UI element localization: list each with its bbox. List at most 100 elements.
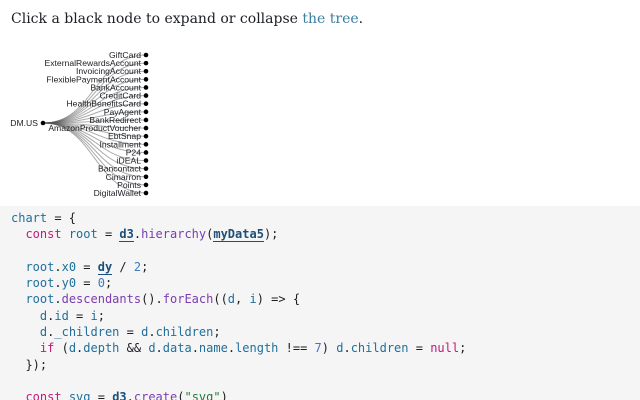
intro-prefix: Click a black node to expand or collapse (11, 11, 303, 27)
tree-node[interactable]: PayAgent (104, 107, 149, 117)
tree-node[interactable]: Installment (99, 139, 149, 149)
code-token: . (227, 341, 236, 356)
code-token (11, 292, 25, 306)
tree-node-label: Bancontact (98, 164, 142, 174)
tree-link[interactable]: the tree (302, 11, 359, 27)
tree-node-label: AmazonProductVoucher (48, 123, 141, 133)
code-token: svg (68, 390, 91, 400)
tree-node-label: EbtSnap (108, 131, 141, 141)
tree-node-dot[interactable] (143, 166, 149, 171)
code-token: depth (83, 341, 120, 356)
tree-node[interactable]: InvoicingAccount (76, 66, 149, 76)
tree-node-dot[interactable] (143, 117, 149, 123)
code-token: x0 (61, 259, 77, 274)
code-token: d (336, 341, 344, 356)
tree-node[interactable]: ExternalRewardsAccount (45, 58, 149, 68)
tree-node-dot[interactable] (143, 93, 149, 98)
tree-node[interactable]: P24 (126, 147, 149, 157)
tree-node-label: P24 (126, 147, 142, 157)
code-token: d (39, 308, 48, 323)
code-token: hierarchy (141, 227, 207, 242)
tree-node-dot[interactable] (143, 174, 149, 180)
tree-node-label: BankAccount (90, 82, 141, 92)
code-token: = (76, 276, 98, 291)
code-token: / (112, 259, 134, 274)
intro-text: Click a black node to expand or collapse… (11, 11, 363, 27)
tree-nodes: GiftCardExternalRewardsAccountInvoicingA… (10, 50, 149, 198)
tree-root-label: DM.US (10, 118, 38, 128)
tree-node[interactable]: AmazonProductVoucher (48, 123, 149, 133)
tree-node-dot[interactable] (143, 133, 149, 139)
tree-node-dot[interactable] (143, 85, 149, 90)
tree-node[interactable]: CreditCard (99, 91, 149, 101)
tree-node-dot[interactable] (143, 125, 149, 131)
code-token[interactable]: d3 (112, 390, 127, 400)
code-line: root.descendants().forEach((d, i) => { (11, 291, 640, 307)
code-line: chart = { (11, 210, 640, 226)
code-token: . (76, 341, 84, 356)
code-token: children (350, 341, 409, 356)
code-token: ) (220, 390, 228, 400)
code-token: ) => { (256, 292, 301, 307)
code-token: create (133, 390, 178, 400)
code-token: const (25, 227, 62, 242)
code-token[interactable]: d3 (119, 227, 134, 243)
tree-node-dot[interactable] (143, 101, 149, 107)
tree-node[interactable]: Cimarron (106, 172, 149, 182)
code-token: = (76, 259, 98, 274)
code-line: if (d.depth && d.data.name.length !== 7)… (11, 340, 640, 356)
tree-node[interactable]: BankAccount (90, 82, 149, 92)
tree-node-dot[interactable] (143, 190, 149, 196)
tree-node[interactable]: Points (117, 180, 149, 190)
tree-node-dot[interactable] (143, 182, 149, 188)
code-token: root (25, 292, 55, 307)
code-token: = (90, 390, 113, 400)
tree-link (42, 122, 147, 194)
tree-svg: GiftCardExternalRewardsAccountInvoicingA… (10, 50, 149, 198)
tree-node-dot[interactable] (143, 77, 149, 82)
code-token (11, 341, 40, 355)
code-token[interactable]: dy (97, 259, 113, 275)
code-token: children (155, 325, 214, 340)
code-line: const svg = d3.create("svg") (11, 389, 640, 400)
tree-node[interactable]: Bancontact (98, 164, 149, 174)
tree-node-label: HealthBenefitsCard (66, 99, 141, 109)
code-token: ( (54, 341, 69, 356)
code-token: . (54, 276, 62, 291)
tree-node-label: FlexiblePaymentAccount (46, 74, 141, 84)
code-token: d (227, 292, 236, 307)
code-token: . (47, 325, 55, 340)
code-token: (). (141, 292, 163, 307)
tree-node-dot[interactable] (143, 150, 149, 155)
tree-node-dot[interactable] (143, 158, 149, 163)
tree-node[interactable]: HealthBenefitsCard (66, 99, 149, 109)
tree-node[interactable]: EbtSnap (108, 131, 149, 141)
tree-node[interactable]: GiftCard (109, 50, 149, 60)
tree-node[interactable]: iDEAL (117, 156, 149, 166)
code-token (11, 260, 25, 274)
code-token: root (25, 276, 55, 291)
code-token: if (39, 341, 55, 356)
tree-root-dot[interactable] (40, 120, 46, 126)
code-token: id (54, 308, 69, 323)
code-token: && (119, 341, 149, 356)
tree-node-dot[interactable] (143, 142, 149, 147)
code-token: , (235, 292, 250, 307)
code-line: d.id = i; (11, 308, 640, 324)
tree-node[interactable]: FlexiblePaymentAccount (46, 74, 149, 84)
code-token: . (343, 341, 351, 356)
tree-node-dot[interactable] (143, 68, 149, 74)
code-line (11, 373, 640, 389)
tree-node[interactable]: BankRedirect (89, 115, 149, 125)
tree-node[interactable]: DigitalWallet (94, 188, 149, 198)
code-token[interactable]: myData5 (213, 227, 264, 243)
tree-node-dot[interactable] (143, 52, 149, 58)
tree-node-dot[interactable] (143, 109, 149, 115)
code-token (11, 309, 40, 323)
code-line: }); (11, 357, 640, 373)
tree-root-node[interactable]: DM.US (10, 118, 46, 128)
tree-node-dot[interactable] (143, 60, 149, 66)
tree-node-label: GiftCard (109, 50, 141, 60)
tree-node-label: BankRedirect (89, 115, 141, 125)
